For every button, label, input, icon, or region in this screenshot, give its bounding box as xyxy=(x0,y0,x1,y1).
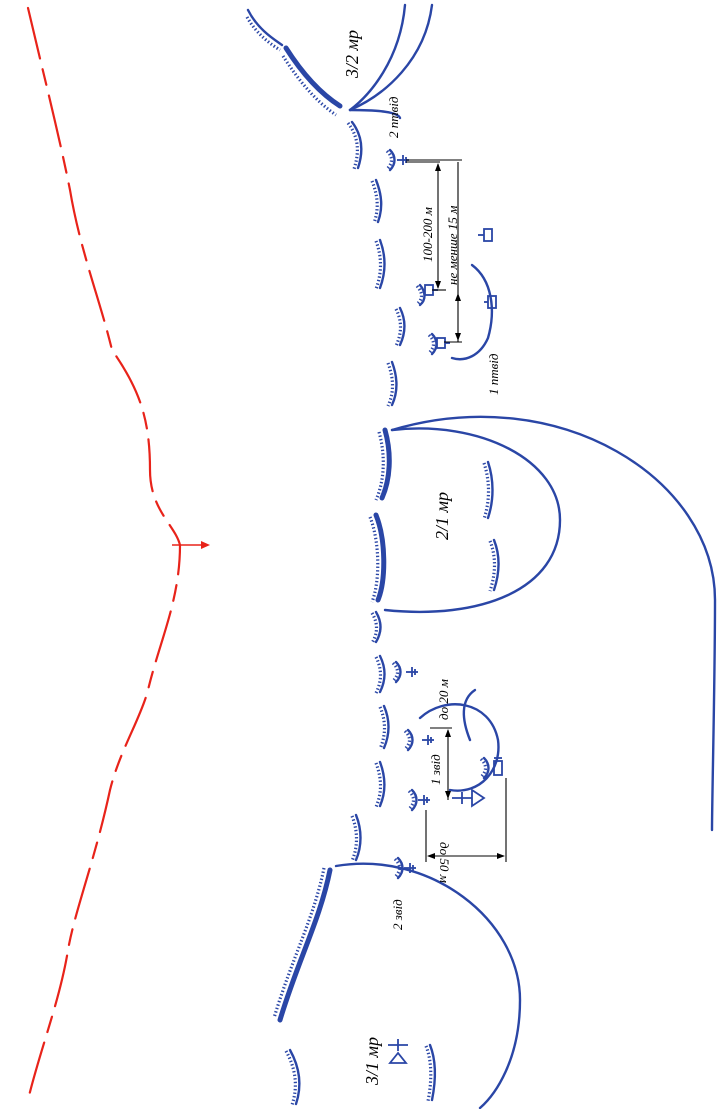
commander-flag-icon xyxy=(388,1039,408,1064)
squad-1-positions xyxy=(391,660,500,880)
dimension-100-200 xyxy=(406,161,446,291)
antitank-squad-2 xyxy=(385,148,396,172)
vehicle-icon xyxy=(493,757,503,776)
platoon-3-2-position xyxy=(245,3,434,120)
platoon-3-1-position xyxy=(272,862,522,1109)
antitank-gun-icon xyxy=(478,228,493,242)
dimension-not-less-15-label: не менше 15 м xyxy=(445,206,460,285)
soldier-icon xyxy=(422,735,434,745)
antitank-squad-1-label: 1 птвід xyxy=(486,353,501,395)
dimension-not-less-15 xyxy=(406,159,462,343)
antitank-squad-1-arc xyxy=(450,263,494,361)
dimension-100-200-label: 100-200 м xyxy=(420,207,435,262)
dimension-up-to-20-label: до 20 м xyxy=(436,679,451,720)
enemy-front-line xyxy=(26,6,182,1102)
antitank-gun-icon xyxy=(436,337,450,349)
direction-arrow-icon xyxy=(172,541,210,549)
platoon-2-1-label: 2/1 мр xyxy=(432,492,452,540)
dimension-up-to-50 xyxy=(425,778,507,862)
commander-flag-icon xyxy=(452,788,486,808)
dimension-up-to-20 xyxy=(430,727,452,800)
antitank-squad-2-label: 2 птвід xyxy=(386,96,401,138)
squad-2-label: 2 звід xyxy=(390,899,405,930)
soldier-icon xyxy=(406,667,418,677)
soldier-icon xyxy=(404,863,416,873)
dimension-up-to-50-label: до 50 м xyxy=(437,842,452,883)
platoon-3-2-label: 3/2 мр xyxy=(342,30,362,79)
soldier-icon xyxy=(418,795,430,805)
platoon-3-1-label: 3/1 мр xyxy=(362,1037,382,1086)
trench-segments xyxy=(284,120,406,1106)
squad-1-label: 1 звід xyxy=(428,754,443,785)
platoon-2-1-position xyxy=(368,415,717,832)
